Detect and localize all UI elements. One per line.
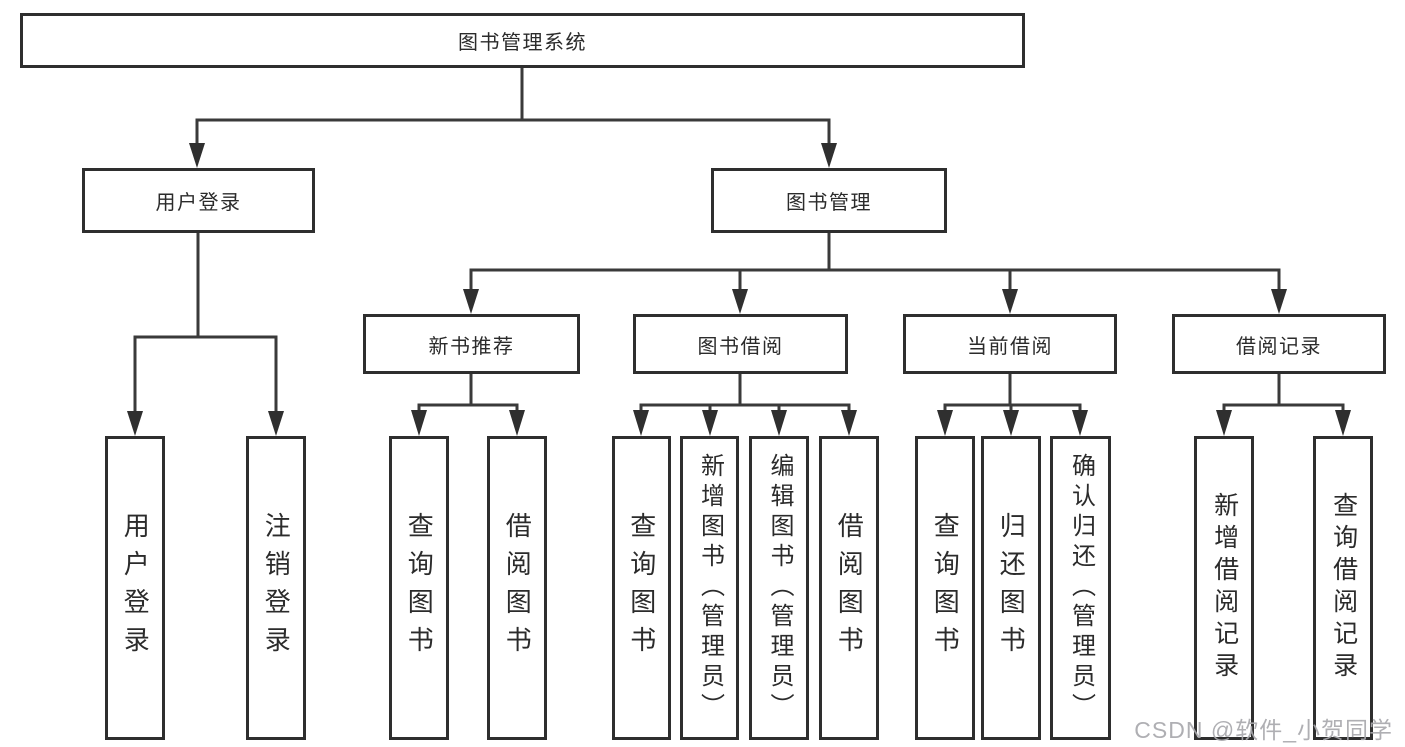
- leaf-query-books-current: 查询图书: [915, 436, 975, 740]
- arrowhead: [633, 410, 649, 436]
- arrowhead: [509, 410, 525, 436]
- node-label: 查询图书: [626, 512, 657, 664]
- leaf-borrow-books: 借阅图书: [819, 436, 879, 740]
- leaf-user-login: 用户登录: [105, 436, 165, 740]
- leaf-confirm-return-admin: 确认归还（管理员）: [1050, 436, 1111, 740]
- node-label: 归还图书: [996, 512, 1027, 664]
- connector-current-to-leaves: [943, 372, 1082, 415]
- arrowhead: [463, 289, 479, 314]
- node-label: 注销登录: [261, 512, 292, 664]
- node-label: 编辑图书（管理员）: [766, 453, 793, 723]
- leaf-query-books-borrow: 查询图书: [612, 436, 671, 740]
- arrowhead: [732, 289, 748, 314]
- leaf-query-books-recommend: 查询图书: [389, 436, 449, 740]
- node-label: 新书推荐: [428, 335, 515, 358]
- arrowhead: [189, 143, 205, 168]
- connector-newbook-to-leaves: [417, 372, 519, 415]
- node-current-borrowing: 当前借阅: [903, 314, 1117, 374]
- arrowhead: [1216, 410, 1232, 436]
- node-label: 图书管理: [786, 192, 872, 214]
- node-label: 图书管理系统: [458, 32, 587, 54]
- arrowhead: [841, 410, 857, 436]
- arrowhead: [1003, 410, 1019, 436]
- leaf-query-borrow-record: 查询借阅记录: [1313, 436, 1373, 740]
- node-borrowing-records: 借阅记录: [1172, 314, 1386, 374]
- arrowhead: [702, 410, 718, 436]
- leaf-logout: 注销登录: [246, 436, 306, 740]
- node-label: 借阅记录: [1236, 335, 1322, 358]
- connector-borrow-to-leaves: [639, 372, 851, 415]
- node-book-management: 图书管理: [711, 168, 947, 233]
- node-label: 查询借阅记录: [1329, 492, 1358, 684]
- arrowhead: [771, 410, 787, 436]
- arrowhead: [127, 411, 143, 436]
- node-book-borrowing: 图书借阅: [633, 314, 848, 374]
- node-label: 图书借阅: [697, 335, 784, 358]
- arrowhead: [411, 410, 427, 436]
- arrowhead: [1002, 289, 1018, 314]
- node-label: 新增借阅记录: [1210, 492, 1239, 684]
- node-label: 借阅图书: [834, 512, 865, 664]
- node-new-book-recommendation: 新书推荐: [363, 314, 580, 374]
- node-label: 确认归还（管理员）: [1067, 453, 1095, 723]
- leaf-borrow-books-recommend: 借阅图书: [487, 436, 547, 740]
- leaf-add-book-admin: 新增图书（管理员）: [680, 436, 739, 740]
- leaf-add-borrow-record: 新增借阅记录: [1194, 436, 1254, 740]
- connector-bookmgmt-to-level3: [469, 231, 1281, 293]
- arrowhead: [1335, 410, 1351, 436]
- node-label: 用户登录: [155, 192, 242, 214]
- node-label: 借阅图书: [502, 512, 533, 664]
- arrowhead: [821, 143, 837, 168]
- node-label: 当前借阅: [967, 335, 1053, 358]
- arrowhead: [1271, 289, 1287, 314]
- node-user-login: 用户登录: [82, 168, 315, 233]
- connector-userlogin-to-leaves: [133, 231, 278, 415]
- leaf-return-book: 归还图书: [981, 436, 1041, 740]
- node-label: 查询图书: [404, 512, 435, 664]
- connector-records-to-leaves: [1222, 372, 1345, 415]
- arrowhead: [1072, 410, 1088, 436]
- node-library-management-system: 图书管理系统: [20, 13, 1025, 68]
- node-label: 用户登录: [120, 512, 151, 664]
- arrowhead: [937, 410, 953, 436]
- arrowhead: [268, 411, 284, 436]
- connector-root-to-level2: [195, 66, 831, 147]
- node-label: 新增图书（管理员）: [696, 453, 724, 723]
- node-label: 查询图书: [930, 512, 961, 664]
- leaf-edit-book-admin: 编辑图书（管理员）: [749, 436, 809, 740]
